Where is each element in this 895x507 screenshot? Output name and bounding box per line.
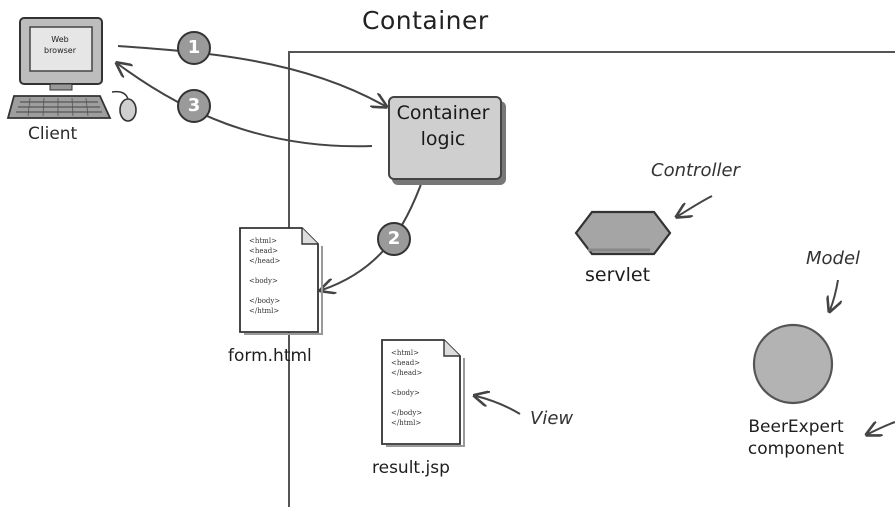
response-arrow [118,64,373,148]
servlet-icon [574,210,672,256]
container-boundary [288,51,895,507]
form-html-label: form.html [228,346,312,366]
view-pointer-arrow [476,396,521,415]
model-component-label: BeerExpert component [747,417,845,459]
view-role-label: View [530,408,574,429]
web-browser-label: Web browser [43,35,76,55]
result-jsp-label: result.jsp [372,458,450,478]
container-logic-box [388,96,502,180]
model-component-icon [752,323,834,405]
request-arrow [117,45,385,106]
client-computer-icon [6,17,137,122]
client-label: Client [28,124,78,144]
result-jsp-document-icon [381,339,465,447]
step-3-badge: 3 [177,89,211,123]
container-title: Container [362,6,489,35]
container-logic-label: Container logic [396,102,490,150]
step-2-badge: 2 [377,222,411,256]
result-jsp-code: <html> <head> </head> <body> </body> </h… [391,349,423,427]
model-role-label: Model [806,248,861,269]
form-html-code: <html> <head> </head> <body> </body> </h… [249,237,281,315]
model-pointer-arrow [830,279,838,310]
controller-role-label: Controller [651,160,740,181]
offscreen-pointer-arrow [868,421,895,434]
step-1-badge: 1 [177,31,211,65]
controller-pointer-arrow [678,195,713,216]
servlet-label: servlet [585,264,651,286]
form-html-document-icon [239,227,323,335]
